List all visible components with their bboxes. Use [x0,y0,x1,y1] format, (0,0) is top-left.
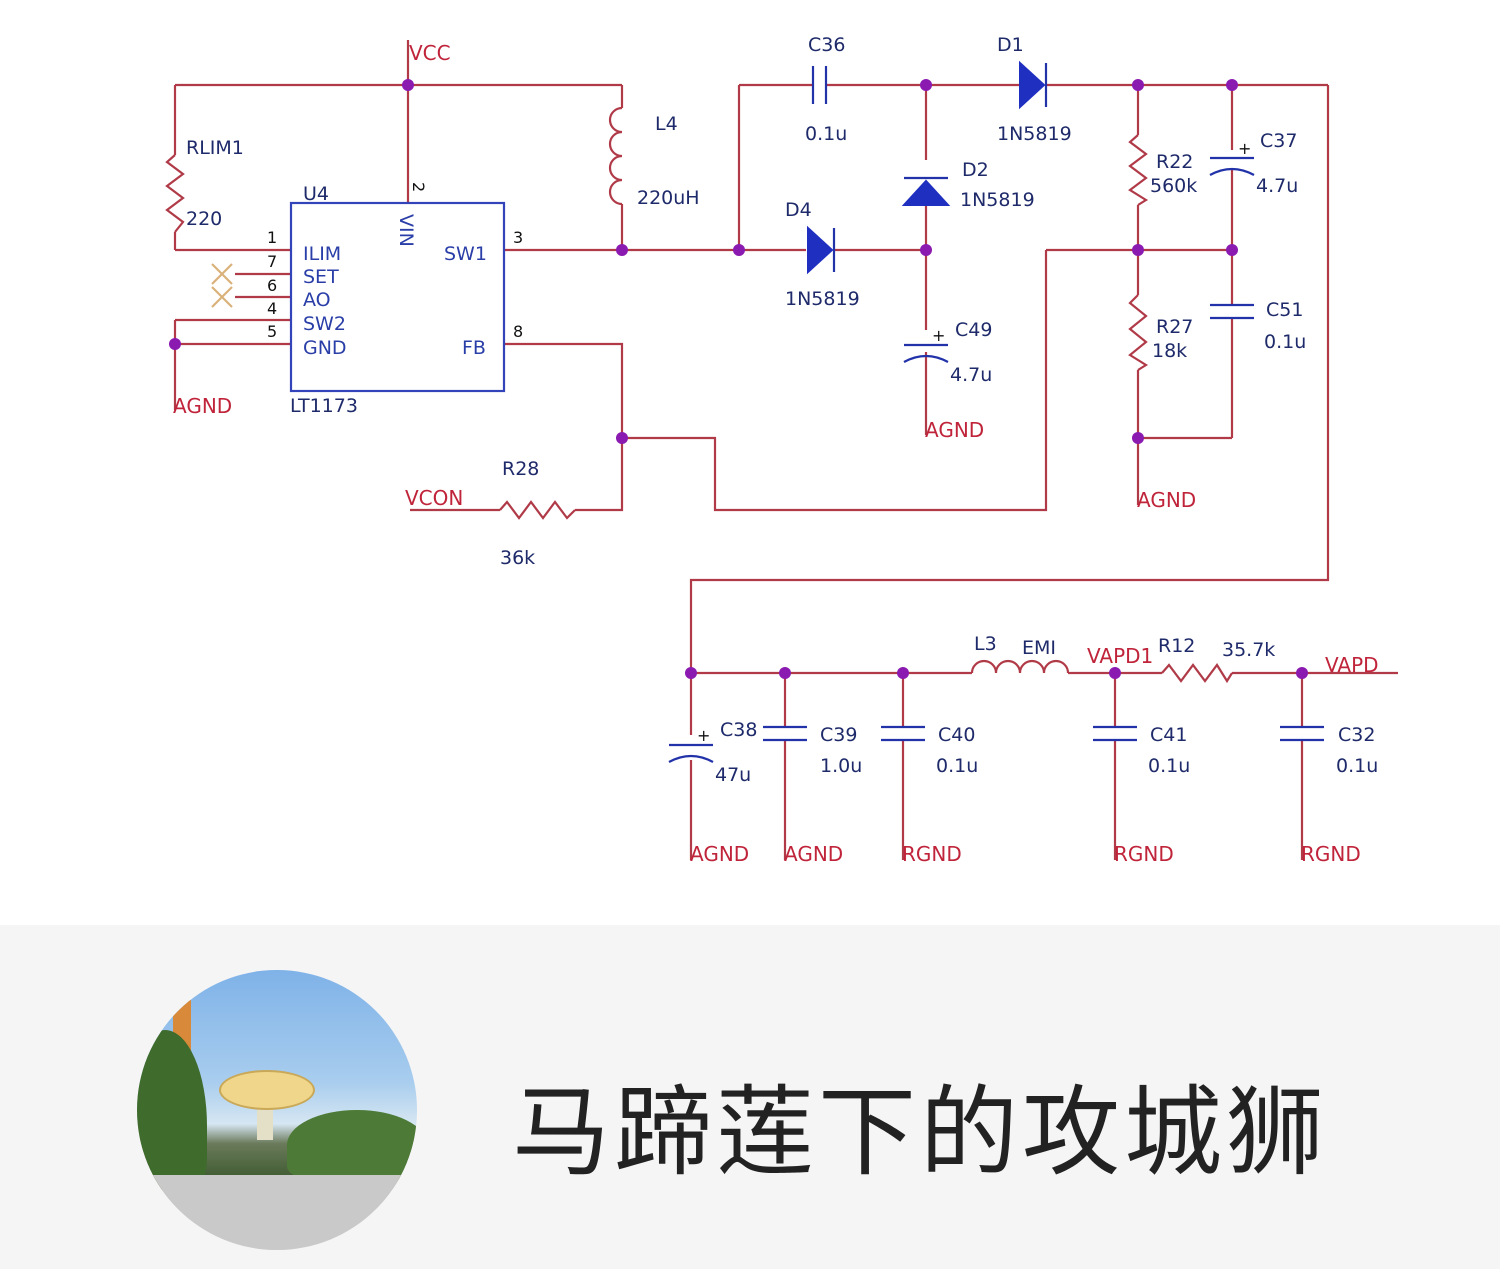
l4-ref: L4 [655,113,678,135]
pin-number-4: 4 [267,299,277,318]
net-agnd-c38: AGND [690,842,749,866]
diode-d2: D2 1N5819 [901,159,1035,211]
pin-number-8: 8 [513,322,523,341]
r12-value: 35.7k [1222,639,1275,661]
d2-value: 1N5819 [960,189,1035,211]
c36-ref: C36 [808,34,845,56]
capacitor-c41: C41 0.1u [1093,724,1190,777]
pin-label-ao: AO [303,289,331,311]
capacitor-c49: + C49 4.7u [903,319,992,386]
r28-value: 36k [500,547,535,569]
c32-ref: C32 [1338,724,1375,746]
r22-ref: R22 [1156,151,1193,173]
pin-label-ilim: ILIM [303,243,341,265]
net-agnd-c39: AGND [784,842,843,866]
net-vapd1: VAPD1 [1087,644,1153,668]
c51-ref: C51 [1266,299,1303,321]
pin-label-fb: FB [462,337,486,359]
net-rgnd-c32: RGND [1301,842,1361,866]
c51-value: 0.1u [1264,331,1306,353]
pin-label-set: SET [303,266,339,288]
l4-value: 220uH [637,187,700,209]
capacitor-c36: C36 0.1u [805,34,847,145]
svg-text:+: + [1238,139,1251,158]
ic-lt1173: ILIM SET AO SW2 GND SW1 FB VIN U4 LT1173… [267,182,523,417]
author-footer: 马蹄莲下的攻城狮 [0,925,1500,1269]
l3-ref: L3 [974,633,997,655]
resistor-r28: R28 36k [499,458,576,569]
pin-label-gnd: GND [303,337,347,359]
no-connect-marks [211,263,233,308]
pin-number-1: 1 [267,228,277,247]
capacitor-c32: C32 0.1u [1280,724,1378,777]
inductor-l3: L3 EMI [970,633,1070,674]
pin-number-6: 6 [267,276,277,295]
net-labels: VCC AGND AGND AGND VCON VAPD1 VAPD AGND … [173,41,1379,866]
pin-number-5: 5 [267,322,277,341]
net-rgnd-c40: RGND [902,842,962,866]
c32-value: 0.1u [1336,755,1378,777]
c38-ref: C38 [720,719,757,741]
r22-value: 560k [1150,175,1197,197]
author-name: 马蹄莲下的攻城狮 [512,1076,1329,1190]
net-vcon: VCON [405,486,463,510]
capacitor-c39: C39 1.0u [763,724,862,777]
ic-part: LT1173 [290,395,358,417]
resistor-r27: R27 18k [1128,294,1193,371]
diode-d1: D1 1N5819 [997,34,1072,145]
pin-label-vin: VIN [395,214,417,247]
resistor-r12: R12 35.7k [1158,635,1275,684]
junctions [169,79,1308,679]
pin-number-7: 7 [267,252,277,271]
resistor-r22: R22 560k [1128,134,1197,206]
l3-value: EMI [1022,637,1056,659]
c37-ref: C37 [1260,130,1297,152]
c40-value: 0.1u [936,755,978,777]
r12-ref: R12 [1158,635,1195,657]
c49-value: 4.7u [950,364,992,386]
rlim1-ref: RLIM1 [186,137,244,159]
r28-ref: R28 [502,458,539,480]
c39-value: 1.0u [820,755,862,777]
pin-label-sw2: SW2 [303,313,346,335]
r27-ref: R27 [1156,316,1193,338]
c41-value: 0.1u [1148,755,1190,777]
c37-value: 4.7u [1256,175,1298,197]
svg-text:+: + [697,726,710,745]
d1-value: 1N5819 [997,123,1072,145]
ic-ref: U4 [303,183,329,205]
pin-label-sw1: SW1 [444,243,487,265]
c39-ref: C39 [820,724,857,746]
d1-ref: D1 [997,34,1024,56]
d4-ref: D4 [785,199,812,221]
capacitor-c40: C40 0.1u [881,724,978,777]
svg-text:+: + [932,326,945,345]
capacitor-c38: + C38 47u [668,719,757,786]
pin-number-2: 2 [409,182,428,192]
net-agnd-divider: AGND [1137,488,1196,512]
d2-ref: D2 [962,159,989,181]
author-avatar[interactable] [137,970,417,1250]
inductor-l4: L4 220uH [608,106,700,209]
net-agnd-c49: AGND [925,418,984,442]
c36-value: 0.1u [805,123,847,145]
c40-ref: C40 [938,724,975,746]
circuit-schematic: ILIM SET AO SW2 GND SW1 FB VIN U4 LT1173… [165,34,1398,866]
c49-ref: C49 [955,319,992,341]
c38-value: 47u [715,764,751,786]
capacitor-c51: C51 0.1u [1210,299,1306,353]
capacitor-c37: + C37 4.7u [1209,130,1298,197]
wires [173,40,1398,860]
r27-value: 18k [1152,340,1187,362]
d4-value: 1N5819 [785,288,860,310]
net-agnd-ic: AGND [173,394,232,418]
net-vcc: VCC [409,41,451,65]
c41-ref: C41 [1150,724,1187,746]
net-rgnd-c41: RGND [1114,842,1174,866]
diode-d4: D4 1N5819 [785,199,860,310]
pin-number-3: 3 [513,228,523,247]
rlim1-value: 220 [186,208,222,230]
net-vapd: VAPD [1325,653,1379,677]
resistor-rlim1: RLIM1 220 [165,137,244,233]
